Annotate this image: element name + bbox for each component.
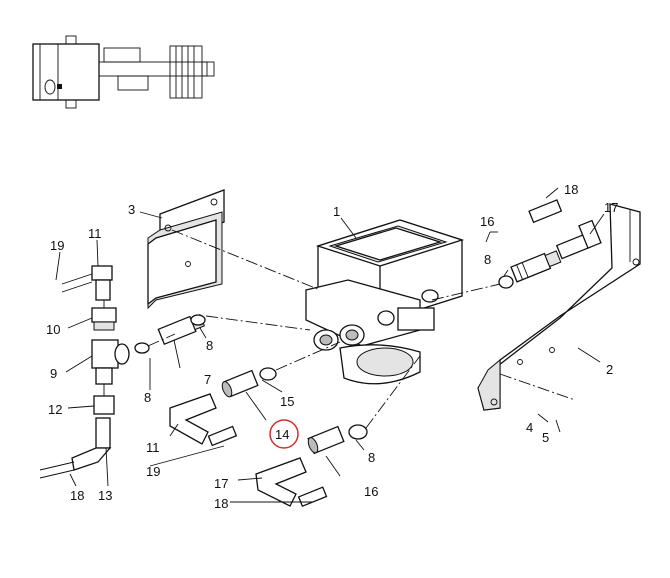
- leader-lines: [55, 187, 605, 503]
- assembly-lines: [103, 229, 576, 429]
- label-part-3[interactable]: 3: [128, 202, 135, 217]
- label-part-19-left[interactable]: 19: [50, 238, 64, 253]
- valve-body-1: [305, 219, 465, 385]
- label-part-10[interactable]: 10: [46, 322, 60, 337]
- label-part-13[interactable]: 13: [98, 488, 112, 503]
- label-part-8-mid-upper[interactable]: 8: [206, 338, 213, 353]
- label-part-18-left[interactable]: 18: [70, 488, 84, 503]
- highlight-ring-14: [269, 419, 299, 449]
- label-part-16-bottom[interactable]: 16: [364, 484, 378, 499]
- label-part-8-mid-lower[interactable]: 8: [144, 390, 151, 405]
- label-part-17-right[interactable]: 17: [604, 200, 618, 215]
- label-part-4[interactable]: 4: [526, 420, 533, 435]
- label-part-14[interactable]: 14: [275, 427, 289, 442]
- label-part-19-bottom[interactable]: 19: [146, 464, 160, 479]
- label-part-11-left[interactable]: 11: [88, 226, 102, 241]
- frame-bracket-2: [477, 203, 641, 411]
- label-part-17-bottom[interactable]: 17: [214, 476, 228, 491]
- label-part-18-bottom[interactable]: 18: [214, 496, 228, 511]
- label-part-12[interactable]: 12: [48, 402, 62, 417]
- fittings-left-stack: [39, 265, 130, 479]
- label-part-16-top[interactable]: 16: [480, 214, 494, 229]
- callout-labels: 1 3 18 17 16 8 2 4 5 19 11 10 9 12 13 18…: [46, 182, 618, 511]
- label-part-11-bottom[interactable]: 11: [146, 440, 160, 455]
- label-part-8-right[interactable]: 8: [484, 252, 491, 267]
- bracket-3: [147, 189, 225, 310]
- label-part-9[interactable]: 9: [50, 366, 57, 381]
- label-part-7[interactable]: 7: [204, 372, 211, 387]
- label-part-2[interactable]: 2: [606, 362, 613, 377]
- label-part-18-top[interactable]: 18: [564, 182, 578, 197]
- label-part-15[interactable]: 15: [280, 394, 294, 409]
- label-part-1[interactable]: 1: [333, 204, 340, 219]
- truck-location-icon: [32, 35, 215, 109]
- label-part-8-bottom[interactable]: 8: [368, 450, 375, 465]
- label-part-5[interactable]: 5: [542, 430, 549, 445]
- fittings-right: [498, 199, 602, 289]
- fittings-middle: [134, 314, 368, 508]
